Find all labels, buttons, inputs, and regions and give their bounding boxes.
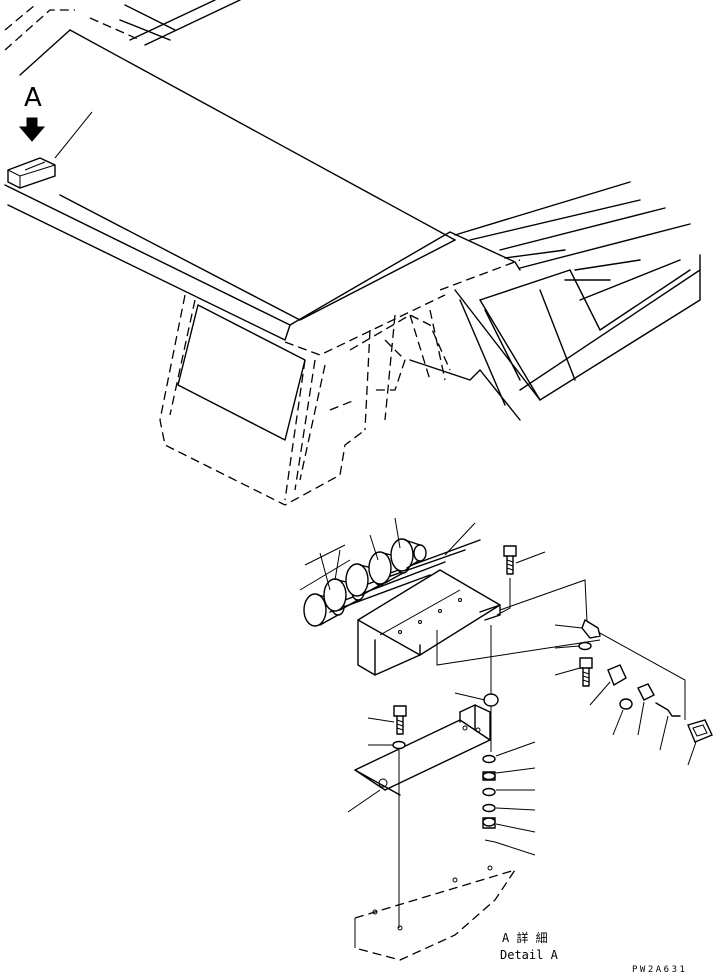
- bolt-left: [392, 705, 407, 750]
- detail-caption-english: Detail A: [500, 948, 559, 962]
- horn-unit-5: [390, 538, 427, 572]
- mounting-bracket: [354, 704, 491, 796]
- view-arrow-icon: [18, 117, 46, 142]
- bolt-top: [503, 545, 517, 575]
- bolt-right: [579, 657, 593, 687]
- cab-top-fitting: [7, 157, 56, 189]
- detail-a-exploded-view: [299, 517, 713, 961]
- detail-caption-japanese: A 詳 細: [502, 930, 548, 945]
- drawing-code: PW2A631: [632, 965, 687, 975]
- truck-upper-view: A: [4, 0, 701, 506]
- horn-bracket-assembly: [303, 538, 501, 676]
- leader-lines: [319, 517, 697, 856]
- view-label-a: A: [24, 83, 42, 113]
